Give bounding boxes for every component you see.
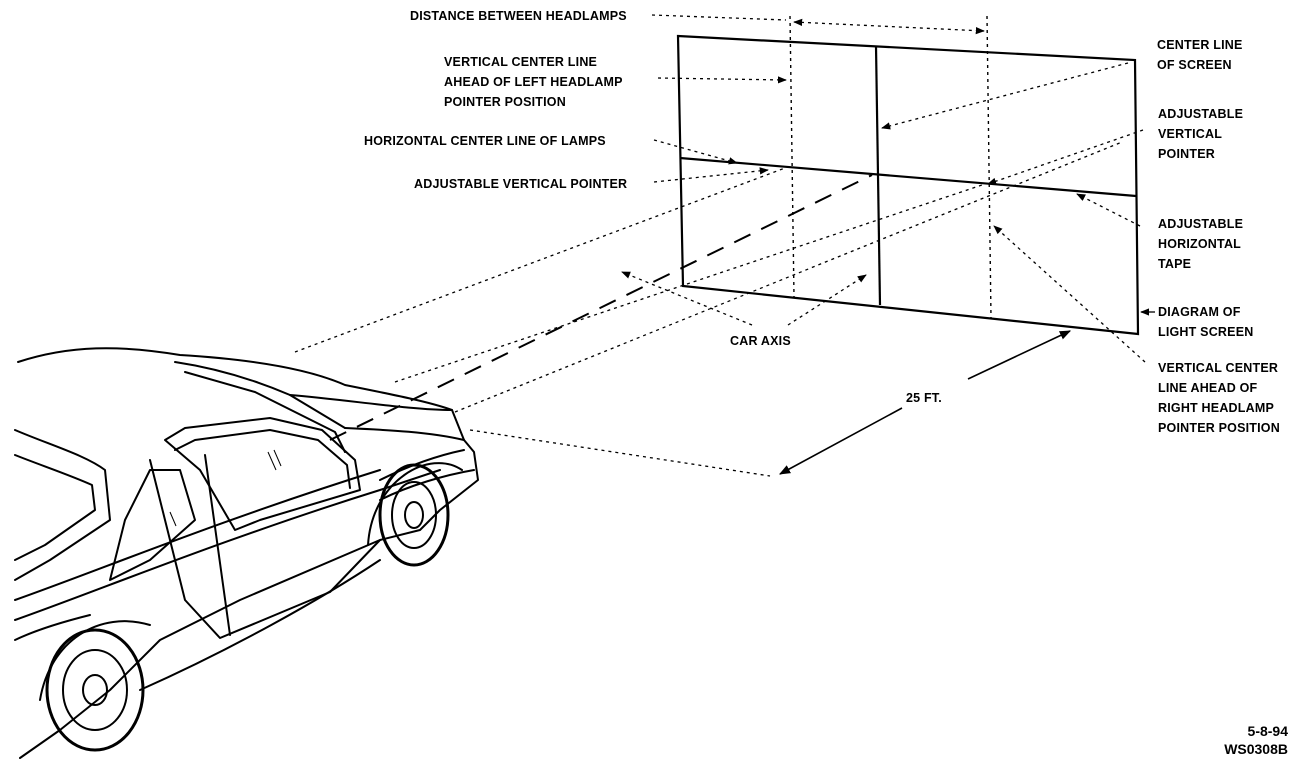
extension-line [469, 429, 771, 477]
car-roof [174, 361, 346, 429]
window-glare [169, 449, 282, 527]
car-axis-line [329, 174, 873, 441]
rear-wheel [378, 463, 450, 567]
beam-lower [454, 141, 1123, 413]
right-vertical-center-line [986, 15, 992, 319]
light-screen [676, 15, 1140, 336]
rear-wheel-well [367, 462, 463, 546]
label-distance-between-headlamps: DISTANCE BETWEEN HEADLAMPS [410, 9, 627, 23]
label-car-axis: CAR AXIS [730, 334, 791, 348]
label-adjustable-vertical-pointer-left: ADJUSTABLE VERTICAL POINTER [414, 177, 628, 191]
front-wheel [45, 628, 145, 752]
leader-horizontal-tape [1076, 193, 1141, 227]
label-distance-25ft: 25 FT. [906, 391, 942, 405]
leader-car-axis-left [621, 271, 753, 326]
label-vertical-center-line-left: VERTICAL CENTER LINE AHEAD OF LEFT HEADL… [444, 55, 623, 109]
headlamp-distance-dimension [651, 14, 985, 35]
side-window [164, 417, 361, 531]
light-beams [294, 141, 1123, 477]
left-vertical-center-line [789, 15, 795, 298]
leader-center-screen [881, 62, 1129, 130]
leader-horizontal-lamps [653, 139, 738, 165]
windshield [14, 429, 111, 581]
label-vertical-center-line-right: VERTICAL CENTER LINE AHEAD OF RIGHT HEAD… [1158, 361, 1280, 435]
label-adjustable-vertical-pointer-right: ADJUSTABLE VERTICAL POINTER [1158, 107, 1244, 161]
figure-date: 5-8-94 [1247, 723, 1288, 739]
leader-adjustable-vertical-left [653, 167, 769, 183]
car-body-outline [17, 347, 479, 759]
beam-upper-left [294, 167, 786, 353]
figure-id: WS0308B [1224, 741, 1288, 757]
leader-lines [621, 62, 1146, 363]
horizontal-tape [679, 156, 1137, 198]
leader-car-axis-right [787, 274, 867, 326]
light-screen-outline [676, 34, 1140, 336]
figure-code: 5-8-94 WS0308B [1224, 722, 1288, 758]
front-wheel-well [39, 620, 151, 701]
label-horizontal-center-line-of-lamps: HORIZONTAL CENTER LINE OF LAMPS [364, 134, 606, 148]
car-illustration [14, 347, 479, 759]
distance-dimension [779, 330, 1072, 475]
rear-window [184, 371, 346, 453]
label-adjustable-horizontal-tape: ADJUSTABLE HORIZONTAL TAPE [1158, 217, 1244, 271]
leader-left-vertical [657, 76, 787, 84]
leader-right-vertical [993, 225, 1146, 363]
label-center-line-of-screen: CENTER LINE OF SCREEN [1157, 38, 1243, 72]
beam-upper-right [394, 183, 986, 383]
car-door [149, 459, 381, 639]
label-diagram-of-light-screen: DIAGRAM OF LIGHT SCREEN [1158, 305, 1254, 339]
car-trunk [289, 394, 453, 411]
